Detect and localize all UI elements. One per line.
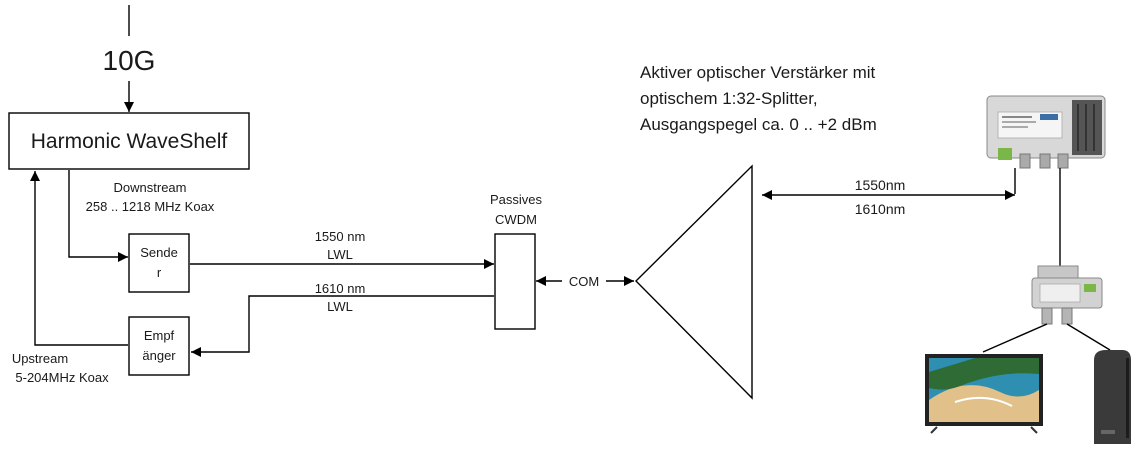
- sender-label-1: Sende: [140, 245, 178, 260]
- headend-box: [8, 112, 250, 170]
- optical-node-icon: [986, 95, 1106, 169]
- sender-box: [128, 233, 190, 293]
- downstream-range: 258 .. 1218 MHz Koax: [86, 199, 215, 214]
- input-label: 10G: [103, 45, 156, 76]
- router-icon: [1094, 350, 1131, 444]
- upstream-line: [30, 171, 128, 346]
- tv-icon: [925, 354, 1043, 434]
- fiber-down-wavelength: 1550 nm: [315, 229, 366, 244]
- amplifier-label-2: optischem 1:32-Splitter,: [640, 89, 818, 108]
- fiber-down-type: LWL: [327, 247, 353, 262]
- link-wavelength-1: 1550nm: [855, 177, 906, 193]
- fiber-up-wavelength: 1610 nm: [315, 281, 366, 296]
- com-label: COM: [569, 274, 599, 289]
- upstream-label: Upstream: [12, 351, 68, 366]
- fiber-up-type: LWL: [327, 299, 353, 314]
- splitter-icon: [1031, 265, 1103, 325]
- fiber-up-line: [191, 295, 494, 357]
- upstream-range: 5-204MHz Koax: [15, 370, 109, 385]
- coax-to-tv: [982, 323, 1048, 353]
- downstream-label: Downstream: [114, 180, 187, 195]
- amplifier-triangle: [635, 164, 753, 400]
- cwdm-box: [494, 233, 536, 330]
- amplifier-label-3: Ausgangspegel ca. 0 .. +2 dBm: [640, 115, 877, 134]
- amplifier-label-1: Aktiver optischer Verstärker mit: [640, 63, 876, 82]
- headend-title: Harmonic WaveShelf: [31, 130, 228, 153]
- receiver-box: [128, 316, 190, 376]
- coax-to-router: [1066, 323, 1111, 351]
- downstream-line: [68, 170, 128, 262]
- receiver-label-1: Empf: [144, 328, 175, 343]
- cwdm-label-2: CWDM: [495, 212, 537, 227]
- cwdm-label-1: Passives: [490, 192, 543, 207]
- receiver-label-2: änger: [142, 348, 176, 363]
- link-wavelength-2: 1610nm: [855, 201, 906, 217]
- sender-label-2: r: [157, 265, 162, 280]
